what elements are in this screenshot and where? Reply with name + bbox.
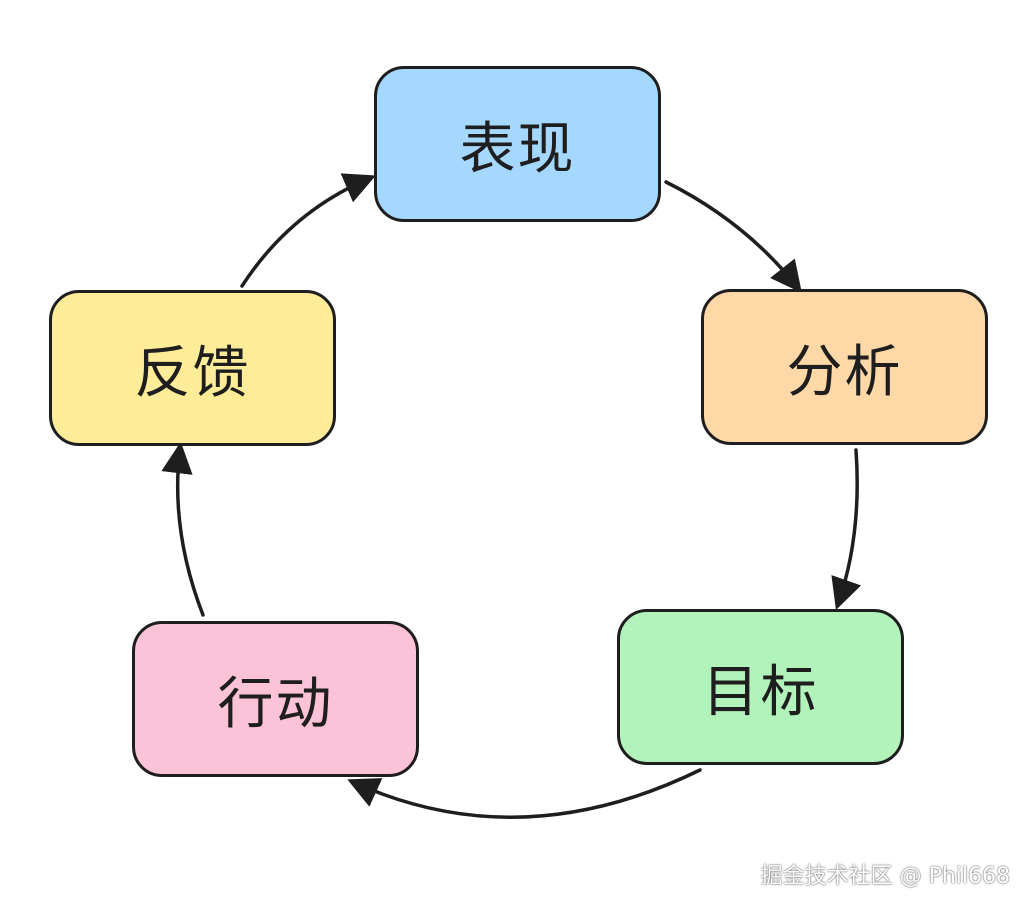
arrow-goal-to-action (347, 768, 702, 819)
arrow-action-to-feedback (161, 441, 205, 617)
node-action: 行动 (132, 621, 419, 777)
watermark: 掘金技术社区 @ Phil668 (760, 864, 1010, 889)
node-feedback-label: 反馈 (134, 340, 251, 406)
arrow-feedback-to-performance (240, 173, 376, 288)
arrow-performance-to-analysis (664, 180, 802, 293)
node-action-label: 行动 (217, 671, 334, 737)
node-goal-label: 目标 (702, 659, 819, 725)
node-feedback: 反馈 (49, 290, 336, 446)
node-analysis-label: 分析 (786, 339, 903, 405)
node-performance-label: 表现 (459, 116, 576, 182)
node-analysis: 分析 (701, 289, 988, 445)
node-performance: 表现 (374, 66, 661, 222)
node-goal: 目标 (617, 609, 904, 765)
arrow-analysis-to-goal (831, 448, 862, 610)
